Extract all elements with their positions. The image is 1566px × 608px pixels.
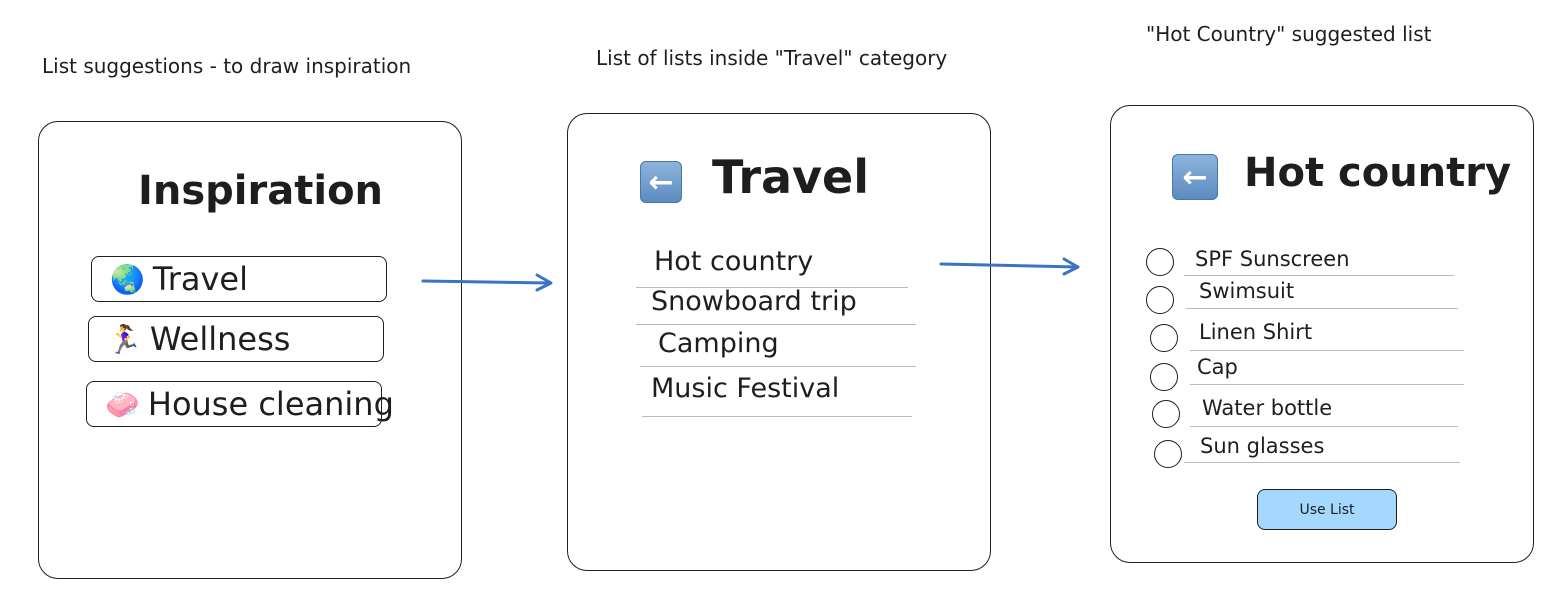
inspiration-title: Inspiration bbox=[138, 168, 384, 214]
caption-inspiration: List suggestions - to draw inspiration bbox=[42, 54, 412, 78]
back-arrow-icon[interactable]: ← bbox=[640, 161, 682, 203]
list-item-music-festival[interactable]: Music Festival bbox=[651, 373, 840, 404]
divider bbox=[1190, 426, 1458, 427]
checklist-item-label: Sun glasses bbox=[1200, 434, 1325, 458]
checkbox[interactable] bbox=[1146, 248, 1174, 276]
divider bbox=[640, 366, 916, 367]
arrow-inspiration-to-travel bbox=[421, 273, 553, 292]
arrow-travel-to-hot-country bbox=[939, 257, 1080, 276]
list-item-camping[interactable]: Camping bbox=[658, 328, 779, 359]
divider bbox=[1190, 384, 1464, 385]
runner-icon: 🏃‍♀️ bbox=[107, 322, 142, 356]
back-arrow-icon[interactable]: ← bbox=[1172, 154, 1218, 200]
divider bbox=[636, 324, 916, 325]
travel-title: Travel bbox=[712, 150, 870, 204]
caption-hot-country: "Hot Country" suggested list bbox=[1146, 22, 1432, 46]
inspiration-screen bbox=[38, 121, 462, 579]
divider bbox=[1186, 308, 1458, 309]
checklist-item-label: Swimsuit bbox=[1199, 279, 1295, 303]
use-list-button[interactable]: Use List bbox=[1257, 489, 1397, 530]
divider bbox=[1190, 350, 1464, 351]
category-house-cleaning-button[interactable]: 🧼 House cleaning bbox=[86, 381, 394, 427]
checklist-item-label: SPF Sunscreen bbox=[1195, 247, 1350, 271]
checkbox[interactable] bbox=[1154, 440, 1182, 468]
divider bbox=[636, 287, 908, 288]
list-item-snowboard-trip[interactable]: Snowboard trip bbox=[651, 286, 857, 317]
checkbox[interactable] bbox=[1150, 363, 1178, 391]
hot-country-title: Hot country bbox=[1244, 150, 1512, 196]
list-item-hot-country[interactable]: Hot country bbox=[654, 246, 814, 277]
checkbox[interactable] bbox=[1150, 324, 1178, 352]
divider bbox=[642, 416, 912, 417]
checklist-item-label: Water bottle bbox=[1202, 396, 1333, 420]
checklist-item-label: Cap bbox=[1197, 355, 1238, 379]
category-label: Travel bbox=[152, 260, 248, 298]
divider bbox=[1184, 275, 1454, 276]
checkbox[interactable] bbox=[1152, 400, 1180, 428]
travel-screen bbox=[567, 113, 991, 571]
checkbox[interactable] bbox=[1146, 286, 1174, 314]
checklist-item-label: Linen Shirt bbox=[1199, 320, 1313, 344]
caption-travel-lists: List of lists inside "Travel" category bbox=[596, 46, 948, 70]
globe-icon: 🌏 bbox=[110, 262, 145, 296]
soap-icon: 🧼 bbox=[105, 387, 140, 421]
category-travel-button[interactable]: 🌏 Travel bbox=[91, 256, 387, 302]
category-label: Wellness bbox=[149, 320, 291, 358]
divider bbox=[1184, 462, 1460, 463]
category-wellness-button[interactable]: 🏃‍♀️ Wellness bbox=[88, 316, 384, 362]
category-label: House cleaning bbox=[147, 385, 394, 423]
